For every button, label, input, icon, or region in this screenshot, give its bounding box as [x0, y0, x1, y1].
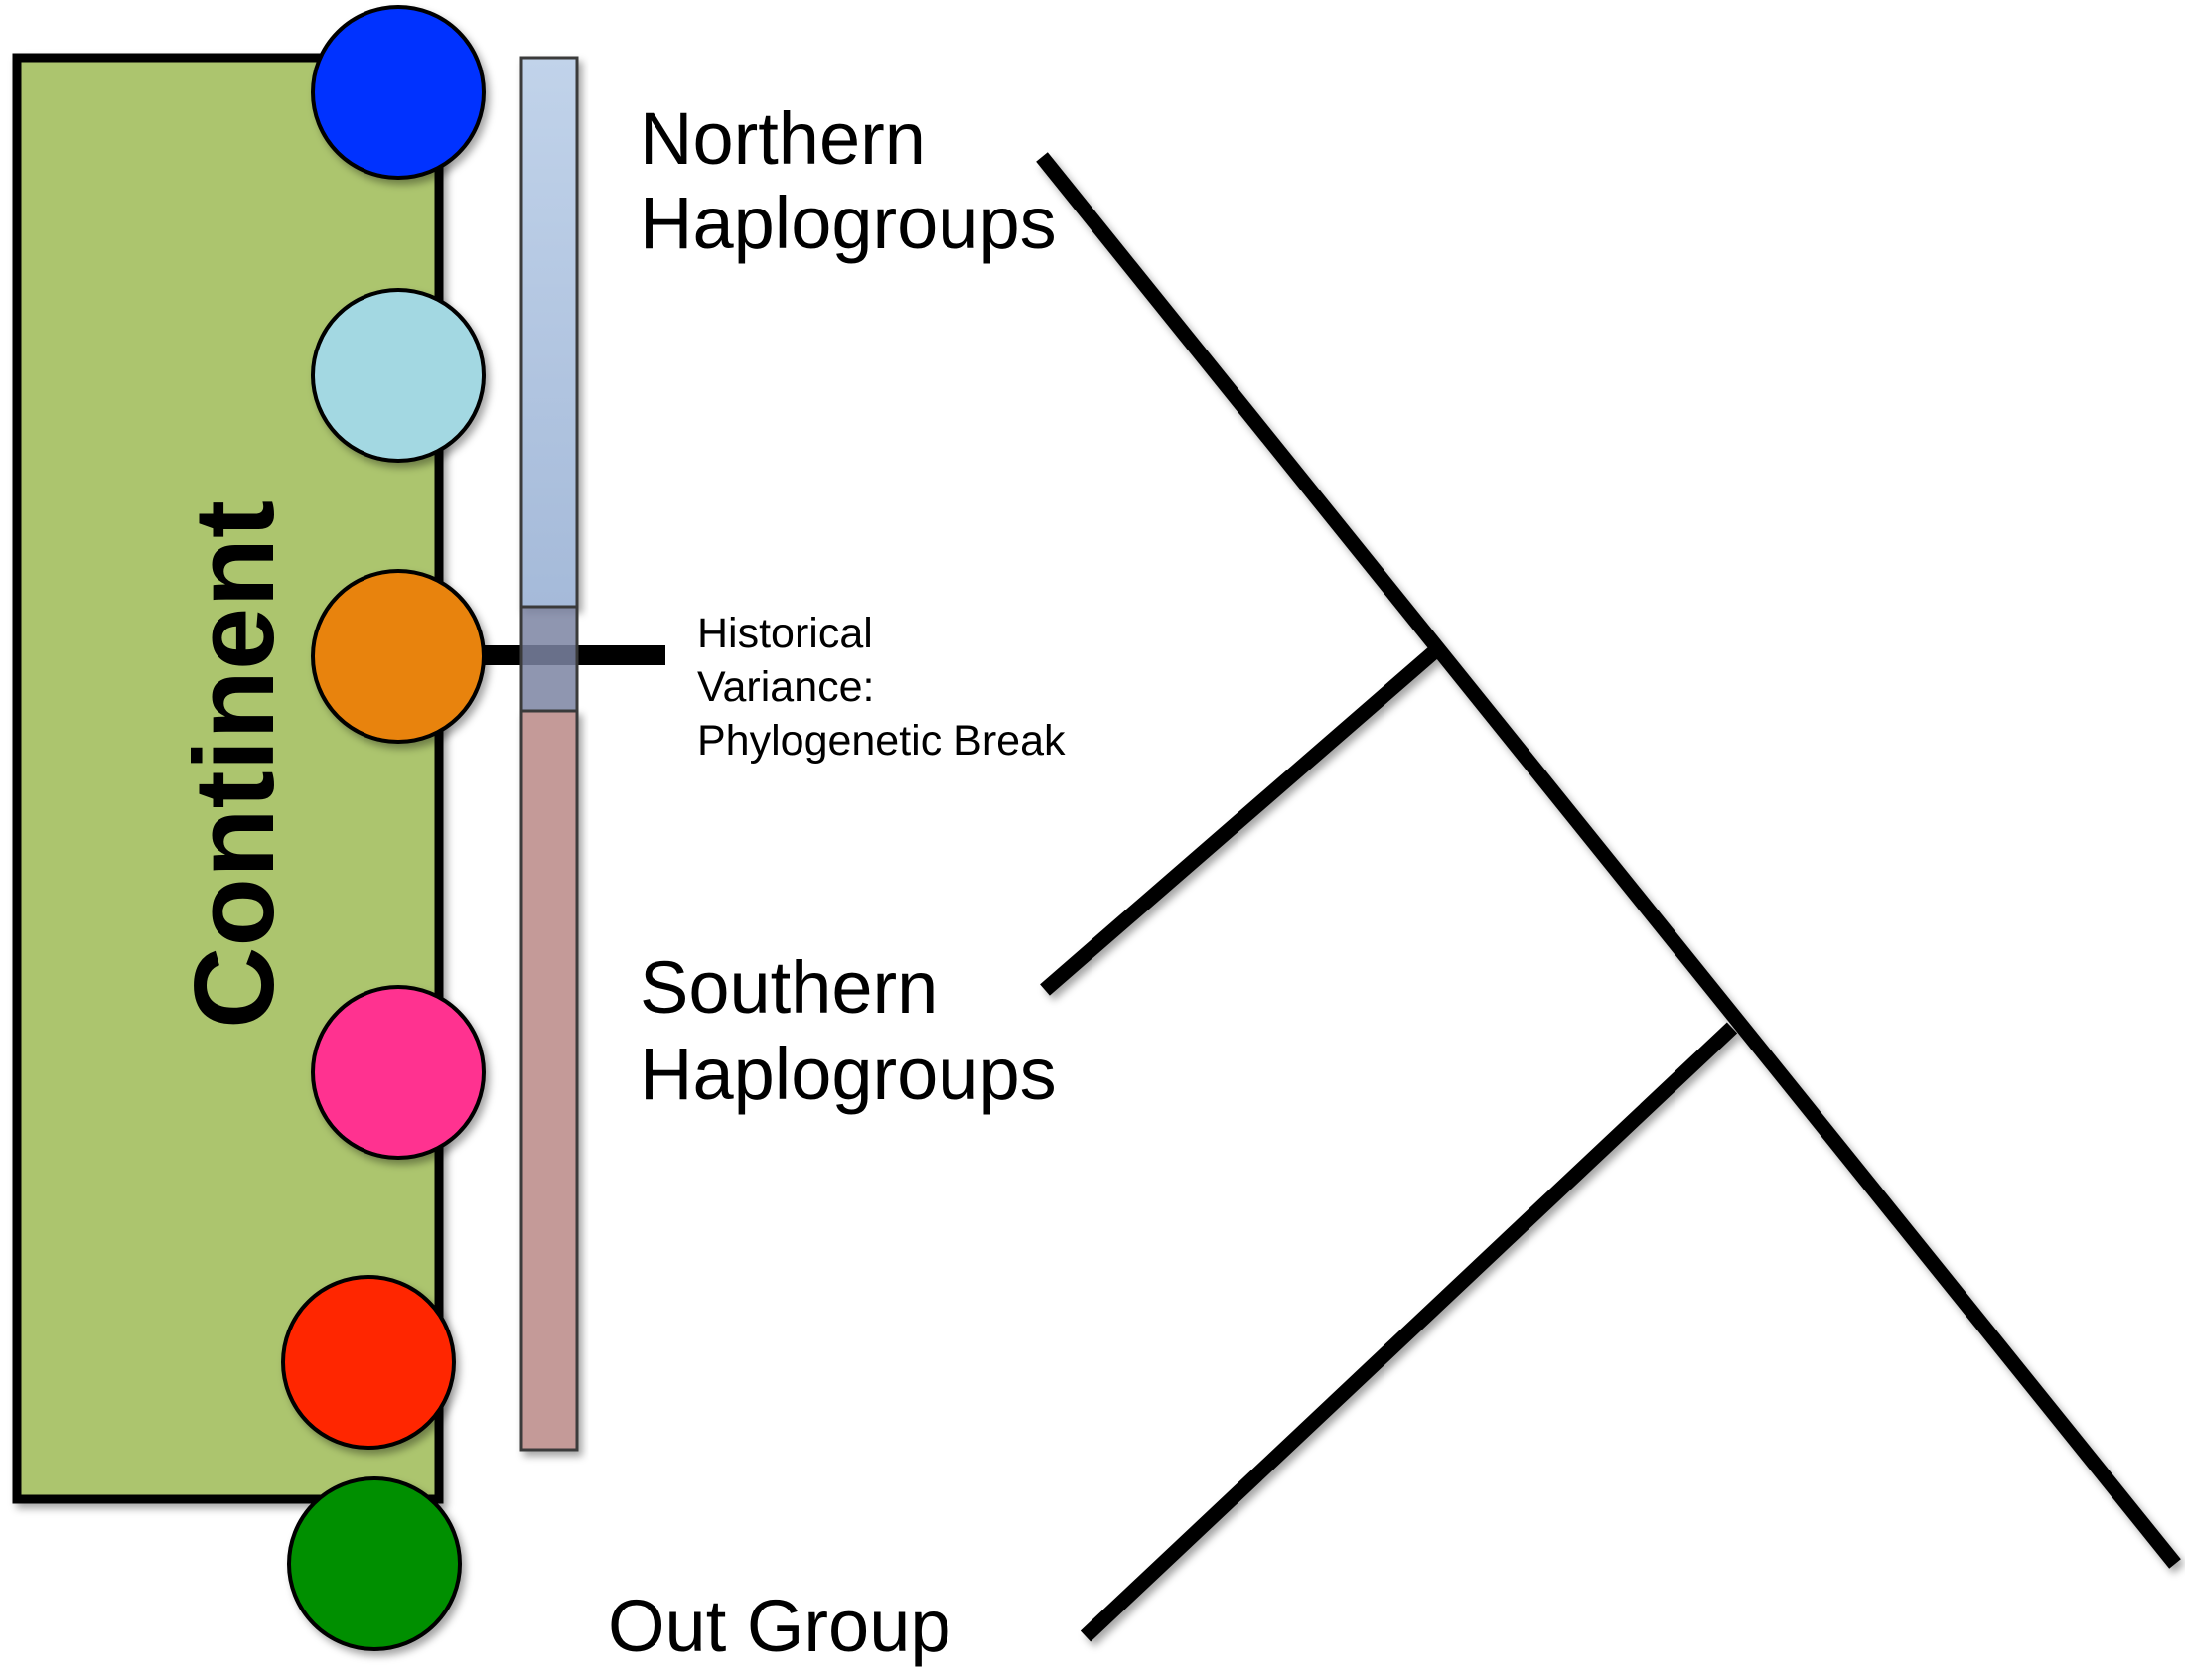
- historical-label-line-3: Phylogenetic Break: [697, 717, 1066, 765]
- out-group-label: Out Group: [608, 1585, 951, 1667]
- northern-label-line-1: Northern: [640, 97, 926, 180]
- population-marker-pink: [311, 985, 486, 1160]
- tree-southern-branch: [1040, 643, 1442, 996]
- northern-haplogroups-label: Northern Haplogroups: [640, 97, 1057, 264]
- southern-haplogroups-label: Southern Haplogroups: [640, 946, 1057, 1115]
- southern-label-line-2: Haplogroups: [640, 1033, 1057, 1115]
- population-marker-blue: [311, 5, 486, 180]
- population-marker-light-blue: [311, 288, 486, 463]
- population-marker-red: [281, 1275, 456, 1450]
- phylogenetic-tree: [1036, 152, 2181, 1642]
- population-markers: [281, 5, 486, 1651]
- northern-label-line-2: Haplogroups: [640, 182, 1057, 264]
- population-marker-orange: [311, 569, 486, 744]
- population-marker-green: [287, 1476, 462, 1651]
- historical-label-line-1: Historical: [697, 610, 873, 657]
- tree-main-branch: [1036, 152, 2181, 1569]
- historical-variance-label: Historical Variance: Phylogenetic Break: [697, 610, 1066, 765]
- historical-label-line-2: Variance:: [697, 663, 874, 711]
- southern-variance-segment: [519, 709, 579, 1452]
- northern-variance-segment: [519, 56, 579, 609]
- tree-outgroup-branch: [1080, 1022, 1738, 1642]
- continent-label: Continent: [172, 500, 298, 1029]
- southern-label-line-1: Southern: [640, 946, 938, 1029]
- phylogenetic-break-segment: [519, 605, 579, 713]
